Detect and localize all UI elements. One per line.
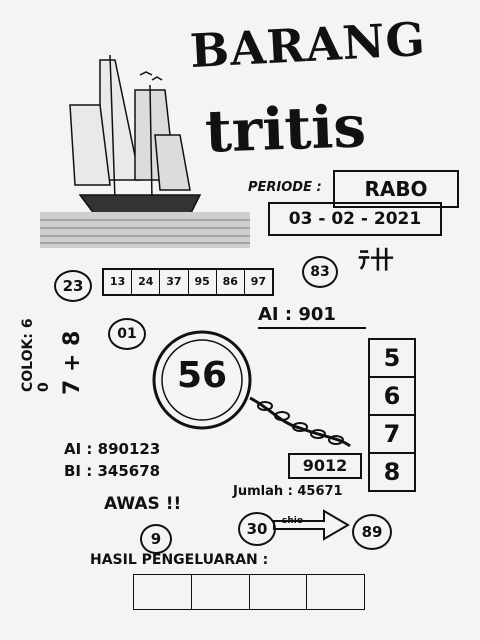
jumlah-label: Jumlah : 45671 [233, 484, 343, 499]
period-label: PERIODE : [248, 180, 322, 195]
hasil-label: HASIL PENGELUARAN : [90, 552, 269, 568]
column-cell: 5 [368, 338, 416, 378]
small-number-box: 9012 [288, 453, 362, 479]
column-cell: 6 [368, 378, 416, 416]
ball-and-chain [152, 330, 351, 448]
bi-line: BI : 345678 [64, 462, 161, 480]
ai-line: AI : 890123 [64, 440, 161, 458]
result-cell [307, 575, 364, 609]
result-cell [192, 575, 250, 609]
title-line2: tritis [203, 92, 367, 166]
period-day: RABO [333, 170, 459, 208]
signature: ﾃ卄 [358, 246, 394, 274]
result-cell [250, 575, 308, 609]
number-cell: 97 [250, 275, 267, 288]
circle-small-number: 01 [108, 318, 146, 350]
column-cell: 8 [368, 454, 416, 492]
number-cell: 95 [189, 270, 217, 294]
colok-values: 7 + 8 [60, 330, 85, 395]
number-row: 13 24 37 95 86 97 [102, 268, 274, 296]
awas-label: AWAS !! [104, 494, 182, 514]
result-grid [133, 574, 365, 610]
circle-left-number: 23 [54, 270, 92, 302]
arrow-text: shio [282, 516, 304, 526]
big-ball-number: 56 [176, 355, 228, 396]
arrow-icon [273, 509, 350, 541]
title-line1: BARANG [188, 11, 428, 79]
ship-illustration [40, 54, 250, 248]
number-cell: 13 [104, 270, 133, 294]
result-cell [134, 575, 192, 609]
number-cell: 86 [217, 270, 245, 294]
column-cell: 7 [368, 416, 416, 454]
ai-label: AI : 901 [258, 304, 366, 329]
number-cell: 24 [132, 270, 161, 294]
period-date: 03 - 02 - 2021 [268, 202, 442, 236]
circle-30: 30 [238, 512, 276, 546]
circle-right-number: 83 [302, 256, 338, 288]
number-cell: 37 [160, 270, 189, 294]
number-column: 5 6 7 8 [368, 338, 416, 492]
colok-label: COLOK: 6 0 [20, 318, 52, 392]
circle-9: 9 [140, 524, 172, 554]
circle-89: 89 [352, 514, 392, 550]
